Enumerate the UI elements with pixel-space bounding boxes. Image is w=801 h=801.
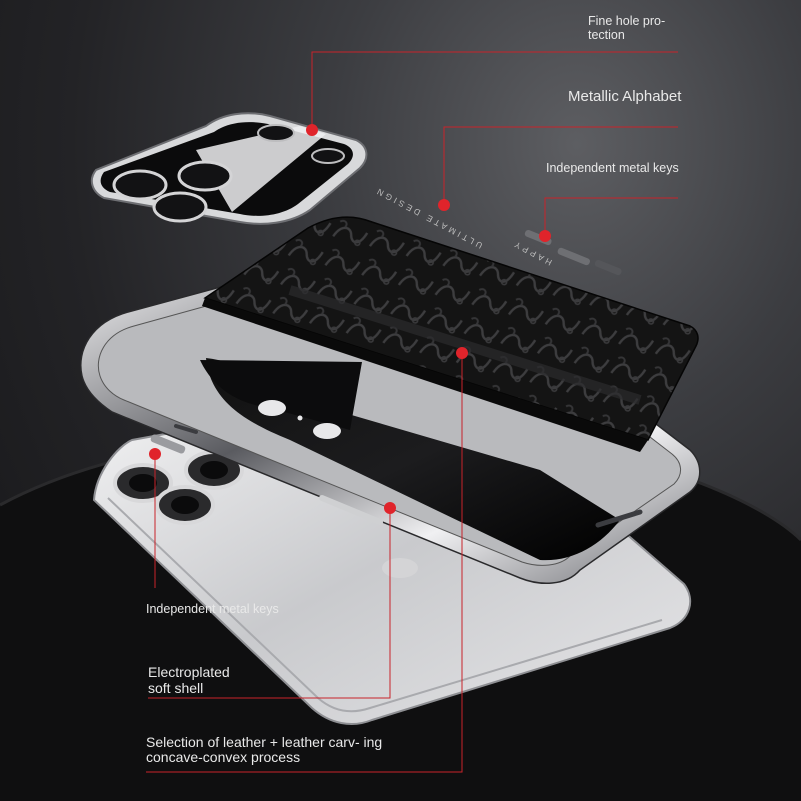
soft-shell-label: Electroplated soft shell xyxy=(148,664,230,697)
lens-protector xyxy=(90,112,368,225)
metallic-alphabet-label: Metallic Alphabet xyxy=(568,88,682,105)
metal-keys xyxy=(150,229,622,454)
metal-keys-label-bottom: Independent metal keys xyxy=(146,602,279,616)
leather-process-label: Selection of leather + leather carv- ing… xyxy=(146,734,383,765)
leather-panel xyxy=(202,216,699,452)
metal-keys-label-top: Independent metal keys xyxy=(546,161,679,175)
callout-lines xyxy=(146,51,678,773)
callout-dots xyxy=(149,124,551,514)
electroplated-case xyxy=(80,285,701,584)
fine-hole-label: Fine hole pro- tection xyxy=(588,14,666,43)
